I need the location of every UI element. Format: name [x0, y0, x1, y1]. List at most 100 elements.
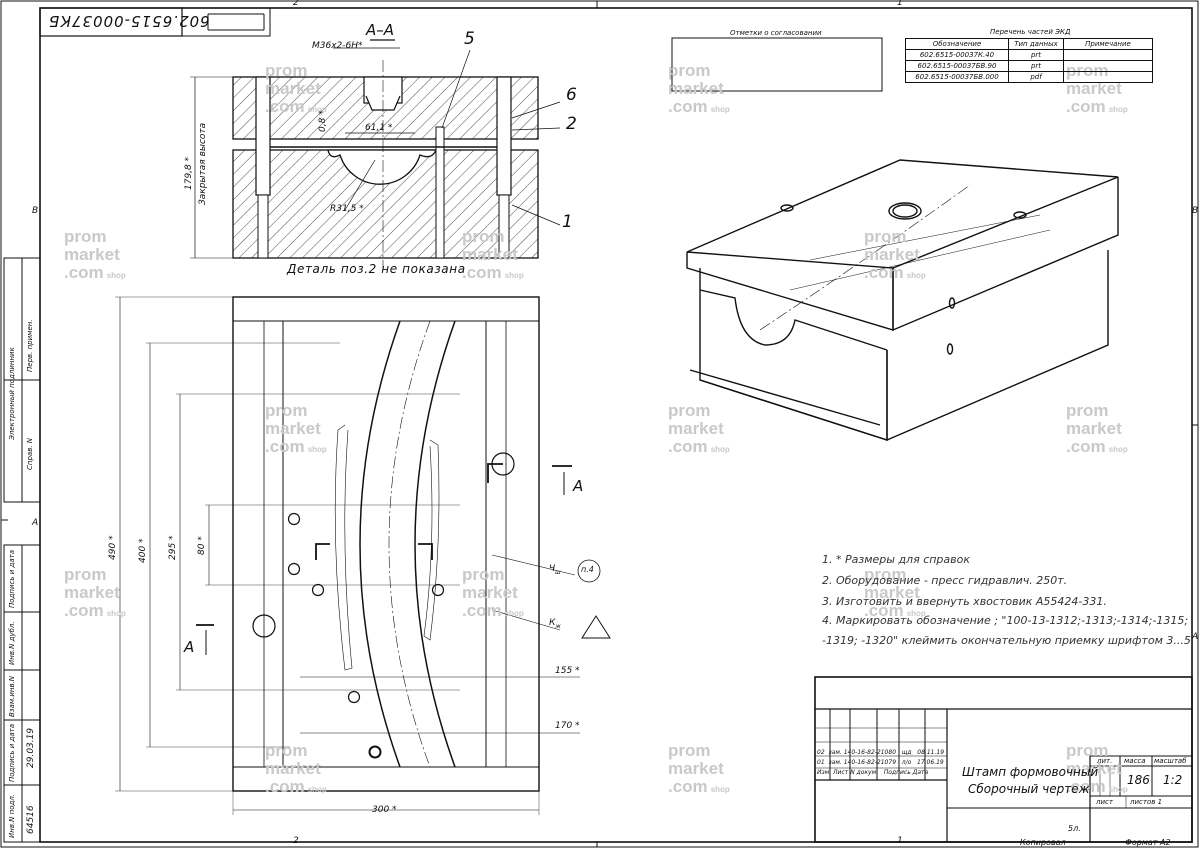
approval-box-frame [671, 37, 883, 92]
rev-row-2: 01 зам. 140-16-82-21079 л/о 17.06.19 [817, 759, 944, 766]
side-podp-data-2: Подпись и дата [8, 724, 16, 782]
side-inv-number: 64516 [26, 805, 36, 834]
zone-mark-top-left: 2 [293, 0, 299, 8]
section-mark-a-left: А [184, 638, 195, 656]
tech-note-4: 4. Маркировать обозначение ; "100-13-131… [822, 614, 1189, 627]
table-row: 602.6515-00037БВ.90 prt [905, 60, 1153, 72]
table-cell [1063, 71, 1153, 83]
table-cell: pdf [1008, 71, 1064, 83]
dim-cavity-width: 61,1 * [365, 123, 393, 133]
title-format: Формат А2 [1125, 838, 1171, 847]
header-note: Примечание [1063, 38, 1153, 50]
table-cell: 602.6515-00037БВ.90 [905, 60, 1009, 72]
callout-6: 6 [566, 85, 577, 105]
dim-490: 490 * [108, 535, 118, 560]
section-mark-a-right: А [573, 477, 584, 495]
parts-list-table: Обозначение Тип данных Примечание 602.65… [905, 38, 1153, 83]
tech-note-4-cont: -1319; -1320" клеймить окончательную при… [822, 634, 1195, 647]
dim-170: 170 * [555, 721, 580, 731]
tech-note-1: 1. * Размеры для справок [822, 553, 971, 566]
side-perv-primen: Перв. примен. [26, 319, 34, 372]
zone-mark-top-right: 1 [897, 0, 903, 8]
table-cell: prt [1008, 49, 1064, 61]
title-block-frame [814, 676, 1193, 843]
side-vzam-inv: Взам.инв.N [8, 675, 16, 717]
section-title: А–А [366, 21, 395, 39]
section-caption: Деталь поз.2 не показана [287, 262, 466, 276]
header-data-type: Тип данных [1008, 38, 1064, 50]
dim-300: 300 * [372, 805, 397, 815]
plan-view [115, 296, 611, 815]
side-inv-podl: Инв.N подл. [8, 793, 16, 838]
table-cell [1063, 60, 1153, 72]
side-sprav: Справ. N [26, 437, 34, 470]
side-electronic: Электронный подлинник [8, 347, 16, 440]
title-five-l: 5л. [1068, 824, 1081, 833]
dim-155: 155 * [555, 666, 580, 676]
zone-mark-left-a: A [32, 518, 39, 528]
roughness-k: Кж [549, 618, 561, 630]
dim-closed-height-label: Закрытая высота [198, 122, 208, 205]
title-mass-label: масса [1124, 757, 1146, 765]
side-date: 29.03.19 [26, 727, 36, 768]
title-mass-value: 186 [1127, 773, 1150, 787]
zone-mark-left-b: B [32, 206, 39, 216]
title-name-line1: Штамп формовочный [962, 765, 1099, 779]
zone-mark-right-a: A [1192, 632, 1199, 642]
table-header-row: Обозначение Тип данных Примечание [905, 38, 1153, 50]
header-designation: Обозначение [905, 38, 1009, 50]
callout-5: 5 [464, 29, 475, 49]
table-cell [1063, 49, 1153, 61]
section-view [190, 39, 561, 268]
approval-title: Отметки о согласовании [730, 29, 822, 37]
title-sheets-label: листов 1 [1130, 798, 1163, 806]
zone-mark-bottom-left: 2 [293, 836, 299, 846]
table-cell: prt [1008, 60, 1064, 72]
thread-spec: M36x2-6H* [312, 41, 363, 51]
callout-2: 2 [566, 114, 577, 134]
title-name-line2: Сборочный чертеж [968, 782, 1090, 796]
dim-80: 80 * [197, 536, 207, 555]
callout-1: 1 [562, 212, 573, 232]
tech-note-2: 2. Оборудование - пресс гидравлич. 250т. [822, 574, 1068, 587]
roughness-ch: Чш [549, 564, 561, 576]
title-scale-label: масштаб [1154, 757, 1187, 765]
dim-closed-height: 179,8 * [184, 156, 194, 190]
title-lit-label: лит. [1097, 757, 1113, 765]
side-podp-data-1: Подпись и дата [8, 550, 16, 608]
side-stamp-grid [3, 257, 41, 843]
title-sheet-label: лист [1096, 798, 1113, 806]
title-scale-value: 1:2 [1163, 773, 1183, 787]
dim-gap: 0,8 * [318, 110, 328, 132]
isometric-view [686, 159, 1119, 442]
dim-400: 400 * [138, 538, 148, 563]
table-row: 602.6515-00037БВ.000 pdf [905, 71, 1153, 83]
dim-radius: R31,5 * [330, 204, 364, 214]
drawing-number-stamp: 602.6515-00037КБ [48, 12, 210, 30]
table-row: 602.6515-00037К.40 prt [905, 49, 1153, 61]
side-inv-dubl: Инв.N дубл. [8, 621, 16, 665]
rev-header-row: Изм. Лист N докум. Подпись Дата [817, 769, 929, 776]
table-cell: 602.6515-00037БВ.000 [905, 71, 1009, 83]
table-cell: 602.6515-00037К.40 [905, 49, 1009, 61]
title-copied: Копировал [1020, 838, 1066, 847]
zone-mark-bottom-right: 1 [897, 836, 903, 846]
parts-list-title: Перечень частей ЭКД [990, 28, 1071, 36]
zone-mark-right-b: B [1192, 206, 1199, 216]
